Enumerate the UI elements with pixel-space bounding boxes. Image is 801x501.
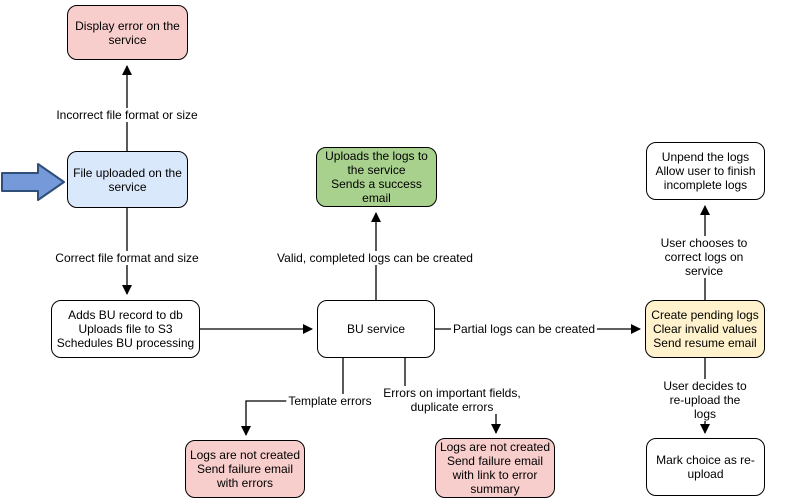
node-failure-summary-label: Logs are not created Send failure email …	[439, 440, 551, 496]
node-create-pending-label: Create pending logs Clear invalid values…	[651, 308, 759, 350]
edge-label-incorrect-format: Incorrect file format or size	[54, 108, 200, 122]
edge-label-important-fields: Errors on important fields, duplicate er…	[381, 386, 523, 414]
edge-label-template-errors: Template errors	[286, 394, 374, 408]
entry-arrow-icon	[1, 163, 65, 201]
edge-label-valid-logs: Valid, completed logs can be created	[275, 251, 475, 265]
node-upload-success: Uploads the logs to the service Sends a …	[316, 147, 437, 207]
edge-label-partial-logs: Partial logs can be created	[450, 322, 598, 336]
node-file-uploaded-label: File uploaded on the service	[73, 165, 182, 194]
node-mark-reupload: Mark choice as re- upload	[646, 438, 765, 496]
node-display-error: Display error on the service	[67, 5, 188, 60]
node-upload-success-label: Uploads the logs to the service Sends a …	[325, 149, 428, 205]
node-bu-service-label: BU service	[346, 322, 405, 336]
node-failure-errors: Logs are not created Send failure email …	[185, 440, 305, 498]
node-failure-errors-label: Logs are not created Send failure email …	[189, 448, 301, 490]
edge-label-correct-format: Correct file format and size	[53, 251, 201, 265]
edge-label-user-correct: User chooses to correct logs on service	[655, 236, 753, 278]
node-adds-bu-record-label: Adds BU record to db Uploads file to S3 …	[56, 308, 195, 350]
node-bu-service: BU service	[317, 300, 435, 358]
node-unpend-logs: Unpend the logs Allow user to finish inc…	[646, 142, 765, 200]
node-mark-reupload-label: Mark choice as re- upload	[656, 453, 755, 481]
node-failure-summary: Logs are not created Send failure email …	[435, 438, 555, 498]
node-adds-bu-record: Adds BU record to db Uploads file to S3 …	[51, 300, 200, 358]
edge-label-user-reupload: User decides to re-upload the logs	[657, 379, 753, 421]
node-display-error-label: Display error on the service	[75, 18, 180, 47]
node-file-uploaded: File uploaded on the service	[67, 151, 188, 208]
node-create-pending: Create pending logs Clear invalid values…	[645, 300, 765, 358]
node-unpend-logs-label: Unpend the logs Allow user to finish inc…	[655, 150, 756, 192]
